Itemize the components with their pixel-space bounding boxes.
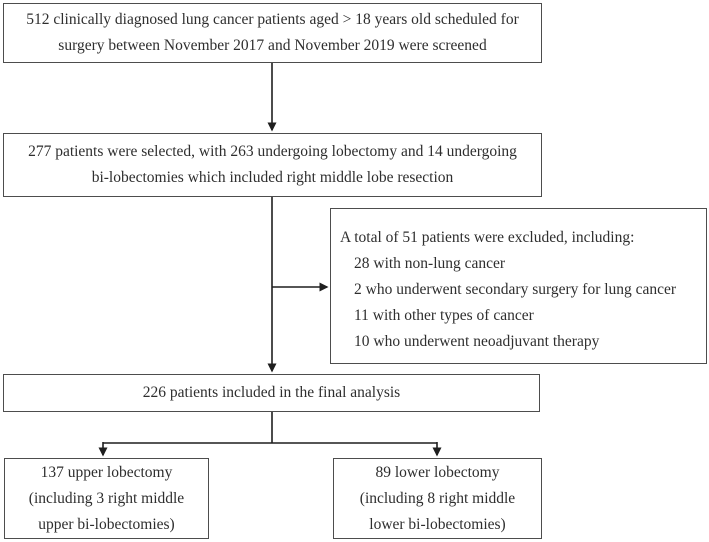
box-lower-line-3: lower bi-lobectomies) [369, 515, 506, 533]
box-final-analysis: 226 patients included in the final analy… [3, 374, 540, 412]
box-final-analysis-line-1: 226 patients included in the final analy… [142, 384, 401, 401]
box-excluded-title: A total of 51 patients were excluded, in… [340, 229, 635, 246]
box-excluded-item-3: 11 with other types of cancer [354, 307, 534, 324]
box-upper-line-2: (including 3 right middle [28, 489, 185, 507]
box-lower-line-1: 89 lower lobectomy [375, 463, 500, 481]
box-lower-lobectomy: 89 lower lobectomy (including 8 right mi… [333, 458, 542, 539]
box-screened-line-2: surgery between November 2017 and Novemb… [58, 37, 487, 54]
box-selected-line-1: 277 patients were selected, with 263 und… [28, 143, 517, 160]
box-excluded-item-2: 2 who underwent secondary surgery for lu… [354, 281, 677, 298]
box-selected-line-2: bi-lobectomies which included right midd… [91, 169, 454, 186]
box-upper-lobectomy: 137 upper lobectomy (including 3 right m… [4, 458, 209, 539]
box-excluded: A total of 51 patients were excluded, in… [330, 208, 707, 364]
box-upper-line-3: upper bi-lobectomies) [38, 515, 175, 533]
box-selected: 277 patients were selected, with 263 und… [3, 133, 542, 197]
box-lower-line-2: (including 8 right middle [359, 489, 516, 507]
box-excluded-item-4: 10 who underwent neoadjuvant therapy [354, 333, 600, 350]
box-upper-line-1: 137 upper lobectomy [40, 463, 173, 481]
box-excluded-item-1: 28 with non-lung cancer [354, 255, 506, 272]
box-screened: 512 clinically diagnosed lung cancer pat… [3, 3, 542, 63]
box-screened-line-1: 512 clinically diagnosed lung cancer pat… [26, 11, 519, 28]
